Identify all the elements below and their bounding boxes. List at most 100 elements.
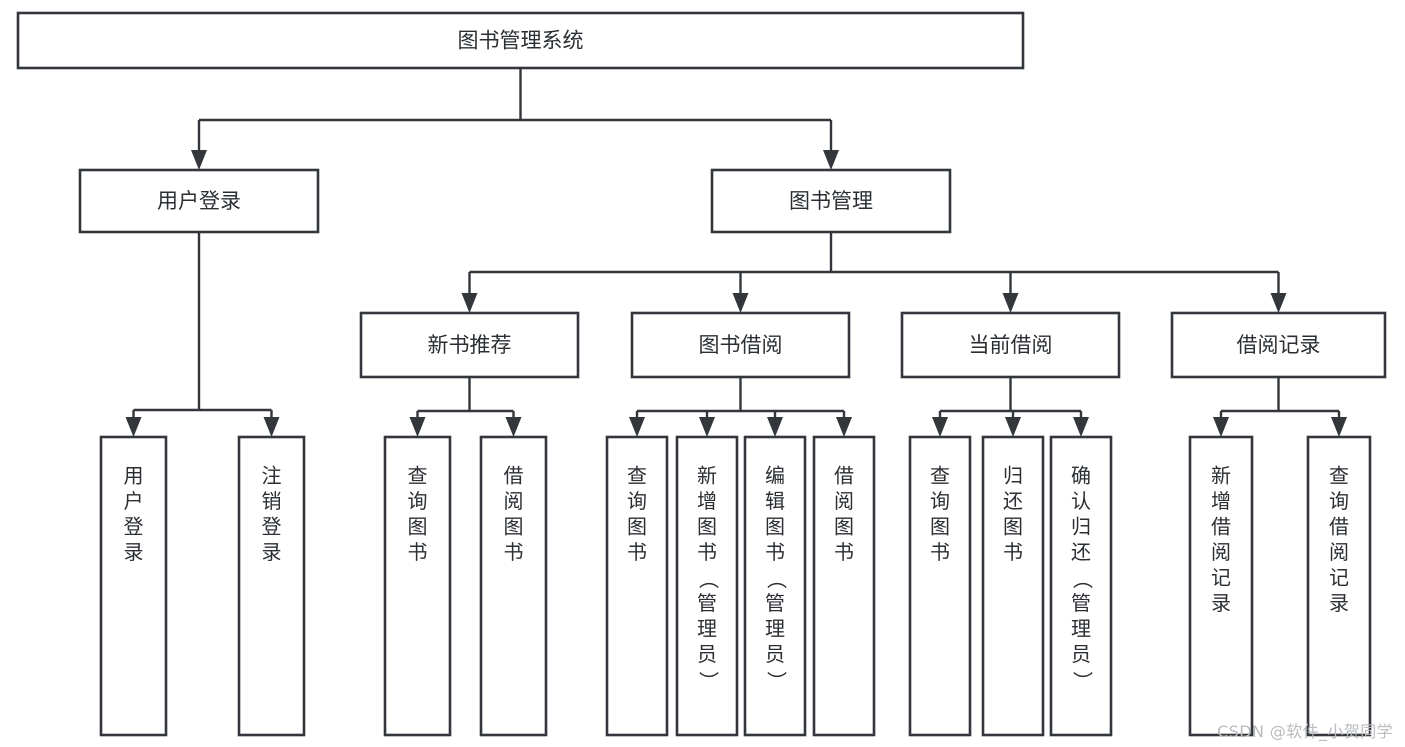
node-level3-3[interactable]: 借阅记录 xyxy=(1170,311,1387,379)
node-leaf-2-box xyxy=(383,435,452,737)
node-leaf-2-label-char: 查 xyxy=(408,464,428,488)
node-level2-0[interactable]: 用户登录 xyxy=(78,168,320,234)
node-leaf-0-box xyxy=(99,435,168,737)
arrow-head-icon xyxy=(263,417,280,437)
node-level2-0-box xyxy=(78,168,320,234)
node-leaf-3-label-char: 借 xyxy=(504,464,524,488)
arrow-head-icon xyxy=(1073,417,1089,437)
arrow-head-icon xyxy=(1270,293,1287,313)
node-leaf-10-label-char: 管 xyxy=(1071,591,1091,615)
node-leaf-5-box xyxy=(675,435,739,737)
node-level3-2-box xyxy=(900,311,1121,379)
node-leaf-0-label-char: 户 xyxy=(124,489,144,513)
node-leaf-4-label-char: 图 xyxy=(627,515,647,539)
arrow-head-icon xyxy=(629,417,645,437)
node-level3-2[interactable]: 当前借阅 xyxy=(900,311,1121,379)
node-leaf-6-label-char: 理 xyxy=(765,617,785,641)
node-leaf-1-label-char: 销 xyxy=(262,489,282,513)
node-leaf-3-label-char: 图 xyxy=(504,515,524,539)
watermark-text: CSDN @软件_小贺同学 xyxy=(1217,722,1393,741)
node-leaf-9-label-char: 还 xyxy=(1003,489,1023,513)
arrow-head-icon xyxy=(732,293,749,313)
node-level2-0-label: 用户登录 xyxy=(157,189,241,213)
node-leaf-0[interactable]: 用户登录 xyxy=(99,435,168,737)
node-leaf-5-label-char: 理 xyxy=(697,617,717,641)
node-leaf-1-label-char: 登 xyxy=(262,515,282,539)
node-leaf-5-label-char: 员 xyxy=(697,642,717,666)
node-leaf-9-label-char: 归 xyxy=(1003,464,1023,488)
node-leaf-12-label-char: 记 xyxy=(1329,566,1349,590)
node-leaf-7-box xyxy=(812,435,876,737)
node-leaf-12-label-char: 查 xyxy=(1329,464,1349,488)
node-leaf-2-label-char: 询 xyxy=(408,489,428,513)
node-level3-1[interactable]: 图书借阅 xyxy=(630,311,851,379)
node-layer: 图书管理系统用户登录图书管理新书推荐图书借阅当前借阅借阅记录用户登录注销登录查询… xyxy=(16,11,1387,737)
arrow-head-icon xyxy=(1331,417,1347,437)
node-leaf-0-label-char: 用 xyxy=(124,464,144,488)
node-leaf-4-label-char: 查 xyxy=(627,464,647,488)
node-leaf-0-label-char: 录 xyxy=(124,540,144,564)
node-leaf-12-label-char: 阅 xyxy=(1329,540,1349,564)
node-root[interactable]: 图书管理系统 xyxy=(16,11,1025,70)
node-leaf-10-label-char: 理 xyxy=(1071,617,1091,641)
node-leaf-11-label-char: 新 xyxy=(1211,464,1231,488)
node-leaf-6-label-char: 员 xyxy=(765,642,785,666)
node-leaf-11-label-char: 录 xyxy=(1211,591,1231,615)
node-leaf-4-box xyxy=(605,435,669,737)
node-level3-1-label: 图书借阅 xyxy=(699,333,783,357)
node-leaf-11-label-char: 借 xyxy=(1211,515,1231,539)
node-leaf-10-box xyxy=(1049,435,1113,737)
node-leaf-1-box xyxy=(237,435,306,737)
node-leaf-7-label-char: 借 xyxy=(834,464,854,488)
node-leaf-8-label-char: 书 xyxy=(930,540,950,564)
node-leaf-11-label-char: 记 xyxy=(1211,566,1231,590)
node-leaf-6-label-char: 辑 xyxy=(765,489,785,513)
connector-layer xyxy=(125,68,1347,437)
node-leaf-8-label-char: 查 xyxy=(930,464,950,488)
node-leaf-3-label-char: 书 xyxy=(504,540,524,564)
node-level3-3-box xyxy=(1170,311,1387,379)
arrow-head-icon xyxy=(1002,293,1019,313)
node-level3-3-label: 借阅记录 xyxy=(1237,333,1321,357)
node-root-label: 图书管理系统 xyxy=(458,29,584,53)
node-leaf-6-label-char: 书 xyxy=(765,540,785,564)
node-leaf-3-label-char: 阅 xyxy=(504,489,524,513)
node-leaf-10-label-char: 归 xyxy=(1071,515,1091,539)
arrow-head-icon xyxy=(125,417,142,437)
node-leaf-12-label-char: 借 xyxy=(1329,515,1349,539)
arrow-head-icon xyxy=(1213,417,1229,437)
node-leaf-11-label-char: 增 xyxy=(1211,489,1231,513)
node-leaf-7-label-char: 书 xyxy=(834,540,854,564)
node-leaf-5-label-char: 图 xyxy=(697,515,717,539)
node-level3-0[interactable]: 新书推荐 xyxy=(359,311,580,379)
node-leaf-6-label-char: （ xyxy=(765,569,789,589)
node-leaf-1-label-char: 录 xyxy=(262,540,282,564)
node-leaf-6-label-char: ） xyxy=(765,671,789,691)
node-leaf-12-box xyxy=(1306,435,1372,737)
arrow-head-icon xyxy=(191,150,207,170)
node-level2-1[interactable]: 图书管理 xyxy=(710,168,952,234)
node-leaf-6-box xyxy=(743,435,807,737)
node-leaf-10-label-char: 员 xyxy=(1071,642,1091,666)
node-leaf-4-label-char: 书 xyxy=(627,540,647,564)
node-leaf-11-box xyxy=(1188,435,1254,737)
node-leaf-7-label-char: 图 xyxy=(834,515,854,539)
node-root-box xyxy=(16,11,1025,70)
node-leaf-7-label-char: 阅 xyxy=(834,489,854,513)
node-leaf-4-label-char: 询 xyxy=(627,489,647,513)
arrow-head-icon xyxy=(836,417,852,437)
node-leaf-10-label-char: 还 xyxy=(1071,540,1091,564)
